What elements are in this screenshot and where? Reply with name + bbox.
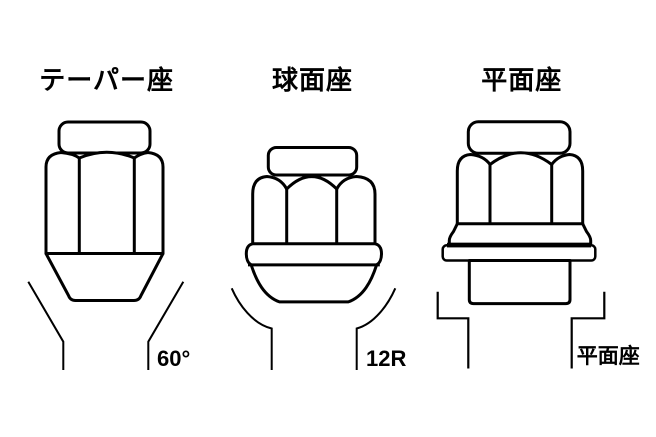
- washer: [441, 244, 597, 262]
- shank: [467, 259, 572, 306]
- spherical-nut-drawing: [244, 146, 383, 304]
- wheel-seat-profile-right: [570, 291, 606, 369]
- taper-nut-drawing: [44, 120, 165, 302]
- nut-cap: [57, 120, 152, 155]
- wheel-seat-profile-left: [230, 287, 273, 370]
- nut-cap: [266, 146, 359, 177]
- nut-flange: [447, 222, 593, 246]
- seat-angle-label: 60°: [157, 346, 190, 371]
- panel-title-taper: テーパー座: [39, 65, 174, 95]
- nut-hex-body: [455, 151, 585, 226]
- taper-cone: [44, 252, 165, 302]
- flat-seat-nut-drawing: [441, 120, 597, 306]
- panel-taper-seat: テーパー座 60°: [27, 65, 190, 371]
- collar-and-sphere: [244, 242, 383, 304]
- seat-type-label: 平面座: [577, 344, 640, 368]
- nut-cap: [466, 120, 572, 155]
- panel-title-flat: 平面座: [481, 65, 562, 95]
- panel-title-spherical: 球面座: [272, 65, 353, 95]
- nut-hex-body: [251, 175, 377, 246]
- panel-flat-seat: 平面座 平面座: [436, 65, 640, 369]
- washer-top-edge: [447, 242, 591, 248]
- seat-radius-label: 12R: [366, 346, 406, 371]
- nut-hex-body: [44, 150, 165, 255]
- wheel-seat-profile-right: [147, 281, 185, 370]
- wheel-seat-profile-left: [27, 281, 65, 370]
- wheel-seat-profile-right: [355, 287, 397, 370]
- wheel-seat-profile-left: [436, 291, 470, 369]
- panel-spherical-seat: 球面座 12R: [230, 65, 406, 371]
